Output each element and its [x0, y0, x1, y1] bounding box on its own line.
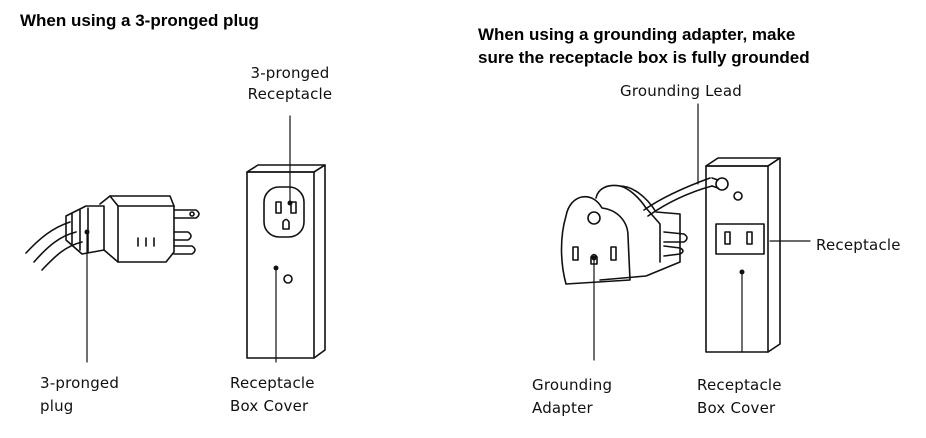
- label-3-pronged-plug-line2: plug: [40, 397, 74, 415]
- label-left-box-cover-line2: Box Cover: [230, 397, 309, 415]
- label-grounding-lead: Grounding Lead: [620, 82, 742, 100]
- label-receptacle: Receptacle: [816, 236, 901, 254]
- label-3-pronged-plug-line1: 3-pronged: [40, 374, 120, 392]
- grounding-adapter-illustration: [560, 177, 743, 285]
- right-panel-title-line1: When using a grounding adapter, make: [478, 25, 796, 44]
- right-panel-title-line2: sure the receptacle box is fully grounde…: [478, 48, 810, 67]
- label-3-pronged-receptacle-line1: 3-pronged: [250, 64, 330, 82]
- label-right-box-cover-line2: Box Cover: [697, 399, 776, 417]
- label-left-box-cover-line1: Receptacle: [230, 374, 315, 392]
- label-right-box-cover-line1: Receptacle: [697, 376, 782, 394]
- three-pronged-plug-illustration: [25, 195, 200, 271]
- left-panel-title: When using a 3-pronged plug: [20, 11, 259, 30]
- leader-lines: [86, 103, 811, 363]
- label-grounding-adapter-line1: Grounding: [532, 376, 613, 394]
- right-receptacle-box-illustration: [705, 157, 781, 353]
- leader-dots: [84, 200, 745, 275]
- left-receptacle-box-illustration: [246, 164, 326, 359]
- label-grounding-adapter-line2: Adapter: [532, 399, 593, 417]
- label-3-pronged-receptacle-line2: Receptacle: [247, 85, 333, 103]
